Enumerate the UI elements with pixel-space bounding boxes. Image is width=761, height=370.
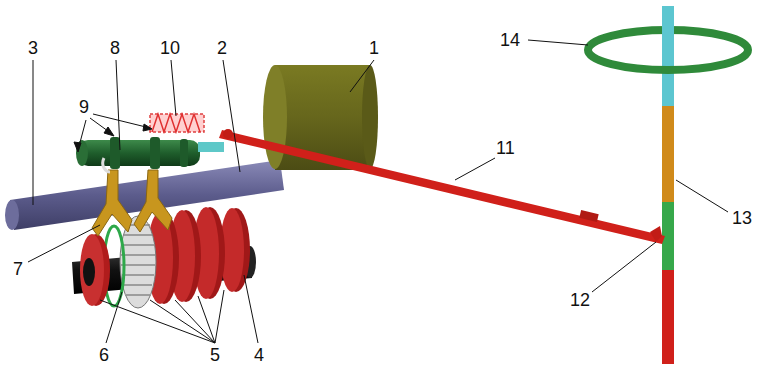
callout-number: 2 <box>217 39 227 57</box>
column-segment <box>662 6 674 50</box>
callout-number: 3 <box>28 39 38 57</box>
callout-number: 11 <box>496 139 515 157</box>
rod-joint <box>650 226 662 242</box>
callout-number: 9 <box>79 98 89 116</box>
shift-rod <box>219 130 665 244</box>
actuator-ring <box>180 139 188 167</box>
callout-number: 4 <box>254 346 264 364</box>
callout-number: 1 <box>369 39 379 57</box>
fork-hook <box>103 158 110 172</box>
leader-line <box>28 40 728 343</box>
actuator-link <box>198 142 224 152</box>
shift-fork <box>92 170 172 236</box>
actuator-ring <box>110 137 120 169</box>
callout-number: 7 <box>13 260 23 278</box>
column-segment <box>662 270 674 364</box>
actuator <box>78 140 200 166</box>
callout-number: 6 <box>99 346 109 364</box>
actuator-ring <box>150 137 160 169</box>
rod-coupling <box>579 210 598 222</box>
callout-number: 12 <box>570 291 590 309</box>
drum-face <box>362 65 378 169</box>
callout-number: 13 <box>732 209 752 227</box>
gear-disc <box>80 234 104 306</box>
callout-number: 5 <box>210 346 220 364</box>
column-segment <box>662 6 674 106</box>
column-segment <box>662 106 674 202</box>
synchro-gear <box>104 216 156 308</box>
callout-number: 10 <box>160 39 180 57</box>
callout-number: 14 <box>500 31 520 49</box>
shaft-end <box>83 258 95 286</box>
leader-arrow <box>74 114 152 152</box>
spring <box>150 114 204 132</box>
callout-number: 8 <box>110 39 120 57</box>
shaft-end <box>5 200 19 230</box>
rod-joint <box>223 129 233 139</box>
